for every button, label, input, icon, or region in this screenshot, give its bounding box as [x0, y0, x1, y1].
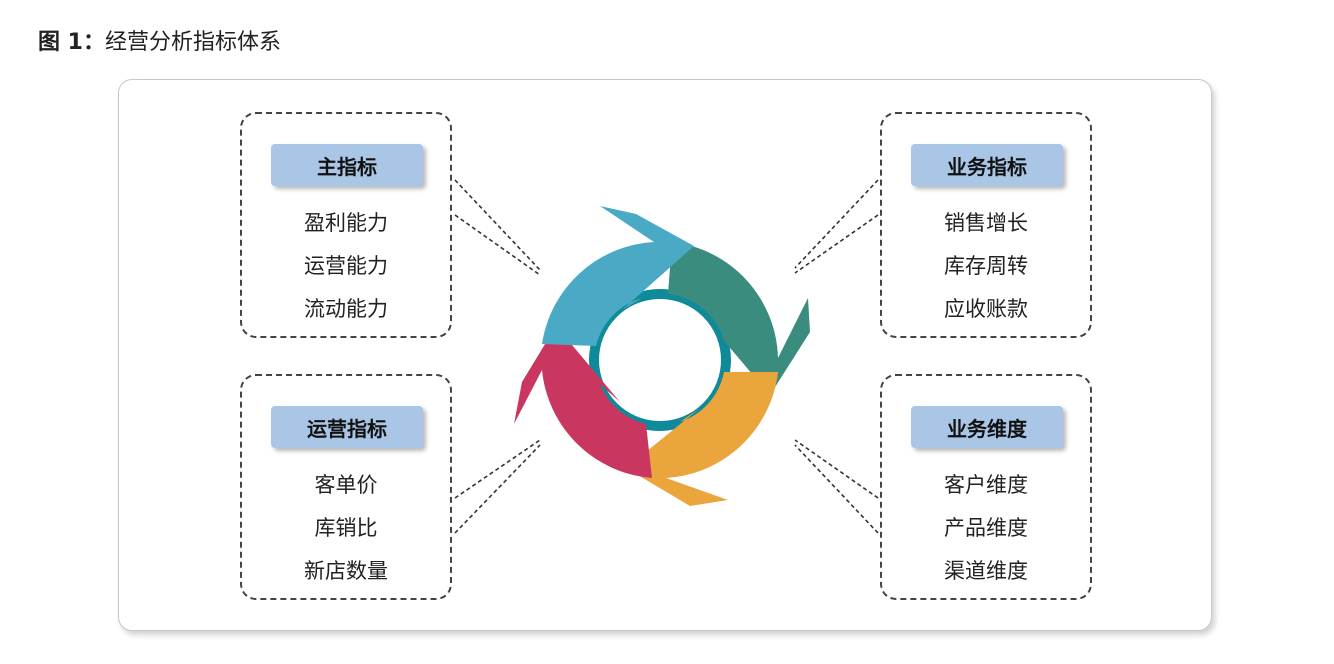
connector-line — [794, 179, 879, 269]
box-header: 业务维度 — [911, 406, 1063, 448]
cycle-arrow-teal — [668, 242, 810, 395]
connector-line — [794, 214, 879, 274]
list-item: 产品维度 — [944, 516, 1028, 540]
connector-line — [454, 214, 541, 276]
cycle-ring — [514, 206, 810, 506]
connector-line — [794, 439, 879, 499]
list-item: 运营能力 — [304, 254, 388, 278]
box-header: 业务指标 — [911, 144, 1063, 186]
box-business-dimensions: 业务维度 客户维度 产品维度 渠道维度 — [880, 374, 1092, 600]
box-header: 主指标 — [271, 144, 423, 186]
item-list: 销售增长 库存周转 应收账款 — [882, 202, 1090, 331]
list-item: 应收账款 — [944, 297, 1028, 321]
figure-caption: 图 1：经营分析指标体系 — [38, 24, 281, 56]
item-list: 客单价 库销比 新店数量 — [242, 464, 450, 593]
figure-number: 图 1： — [38, 30, 105, 55]
box-main-indicators: 主指标 盈利能力 运营能力 流动能力 — [240, 112, 452, 338]
list-item: 客户维度 — [944, 473, 1028, 497]
box-business-indicators: 业务指标 销售增长 库存周转 应收账款 — [880, 112, 1092, 338]
list-item: 新店数量 — [304, 559, 388, 583]
connector-line — [794, 444, 879, 534]
box-header: 运营指标 — [271, 406, 423, 448]
connector-line — [454, 439, 541, 499]
list-item: 客单价 — [314, 473, 378, 497]
cycle-arrow-blue — [542, 206, 694, 346]
item-list: 盈利能力 运营能力 流动能力 — [242, 202, 450, 331]
list-item: 销售增长 — [944, 211, 1028, 235]
connector-line — [454, 444, 541, 534]
cycle-arrow-orange — [626, 372, 778, 506]
list-item: 库销比 — [314, 516, 378, 540]
list-item: 流动能力 — [304, 297, 388, 321]
list-item: 盈利能力 — [304, 211, 388, 235]
box-operation-indicators: 运营指标 客单价 库销比 新店数量 — [240, 374, 452, 600]
list-item: 库存周转 — [944, 254, 1028, 278]
item-list: 客户维度 产品维度 渠道维度 — [882, 464, 1090, 593]
connector-line — [454, 179, 541, 271]
list-item: 渠道维度 — [944, 559, 1028, 583]
figure-title: 经营分析指标体系 — [104, 30, 281, 55]
cycle-arrow-crimson — [514, 326, 652, 478]
